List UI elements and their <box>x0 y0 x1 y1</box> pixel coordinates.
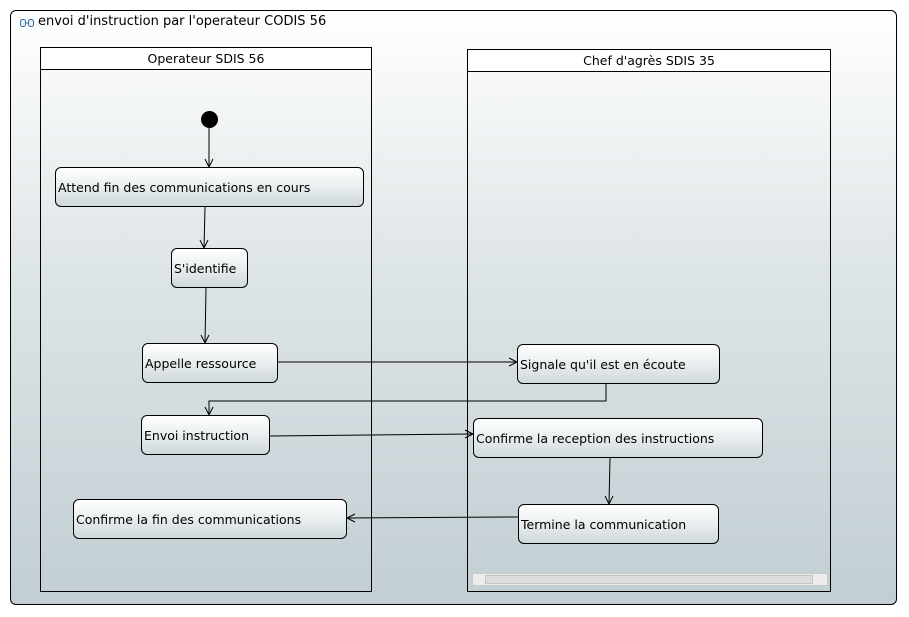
diagram-title-bar: envoi d'instruction par l'operateur CODI… <box>20 14 326 29</box>
swimlane-operateur[interactable]: Operateur SDIS 56 <box>40 47 372 592</box>
swimlane-header: Chef d'agrès SDIS 35 <box>468 50 830 72</box>
diagram-title: envoi d'instruction par l'operateur CODI… <box>38 14 327 29</box>
action-appelle-ressource[interactable]: Appelle ressource <box>142 343 278 383</box>
action-confirme-reception[interactable]: Confirme la reception des instructions <box>473 418 763 458</box>
action-signale-ecoute[interactable]: Signale qu'il est en écoute <box>517 344 720 384</box>
action-confirme-fin[interactable]: Confirme la fin des communications <box>73 499 347 539</box>
initial-node[interactable] <box>201 111 218 128</box>
activity-diagram-icon <box>20 17 34 27</box>
swimlane-chef[interactable]: Chef d'agrès SDIS 35 <box>467 49 831 592</box>
action-identifie[interactable]: S'identifie <box>171 248 248 288</box>
action-termine-communication[interactable]: Termine la communication <box>518 504 719 544</box>
action-attend-fin[interactable]: Attend fin des communications en cours <box>55 167 364 207</box>
horizontal-scrollbar[interactable] <box>472 573 828 586</box>
action-envoi-instruction[interactable]: Envoi instruction <box>141 415 270 455</box>
swimlane-header: Operateur SDIS 56 <box>41 48 371 70</box>
scrollbar-thumb[interactable] <box>485 575 813 584</box>
